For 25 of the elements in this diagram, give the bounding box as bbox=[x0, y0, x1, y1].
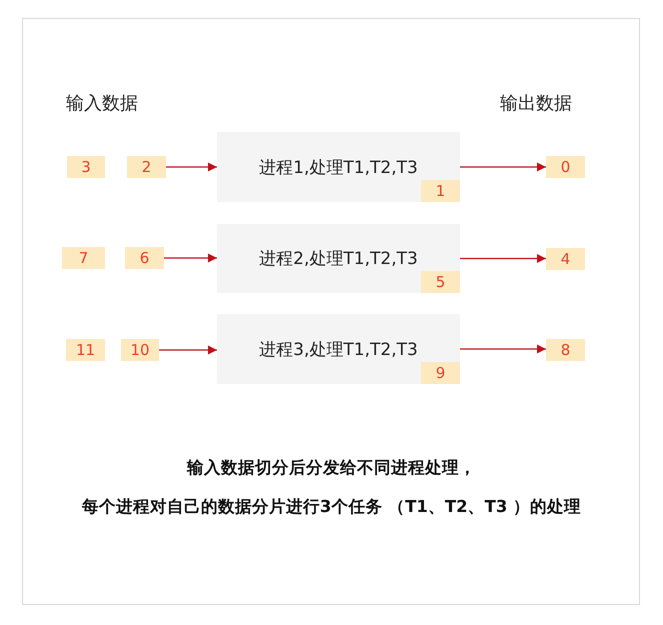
column-heading: 输出数据 bbox=[500, 92, 572, 115]
data-chunk: 9 bbox=[421, 362, 460, 384]
caption-line: 每个进程对自己的数据分片进行3个任务 （T1、T2、T3 ）的处理 bbox=[80, 496, 582, 518]
caption-line: 输入数据切分后分发给不同进程处理， bbox=[186, 457, 477, 479]
data-chunk: 8 bbox=[546, 339, 585, 361]
data-chunk: 11 bbox=[66, 339, 105, 361]
column-heading: 输入数据 bbox=[66, 92, 138, 115]
arrow bbox=[164, 253, 217, 263]
arrow bbox=[159, 345, 217, 355]
arrow bbox=[460, 344, 546, 354]
data-chunk: 1 bbox=[421, 180, 460, 202]
data-chunk: 5 bbox=[421, 271, 460, 293]
process-box: 进程1,处理T1,T2,T3 1 bbox=[217, 132, 460, 202]
data-chunk: 0 bbox=[546, 156, 585, 178]
process-box: 进程2,处理T1,T2,T3 5 bbox=[217, 224, 460, 293]
data-chunk: 4 bbox=[546, 248, 585, 270]
data-chunk: 6 bbox=[125, 247, 164, 269]
process-box: 进程3,处理T1,T2,T3 9 bbox=[217, 314, 460, 384]
data-chunk: 10 bbox=[121, 339, 159, 361]
arrow bbox=[460, 162, 546, 172]
data-chunk: 7 bbox=[62, 247, 105, 269]
arrow bbox=[460, 254, 546, 264]
arrow bbox=[166, 162, 217, 172]
data-chunk: 2 bbox=[127, 156, 166, 178]
data-chunk: 3 bbox=[67, 156, 105, 178]
